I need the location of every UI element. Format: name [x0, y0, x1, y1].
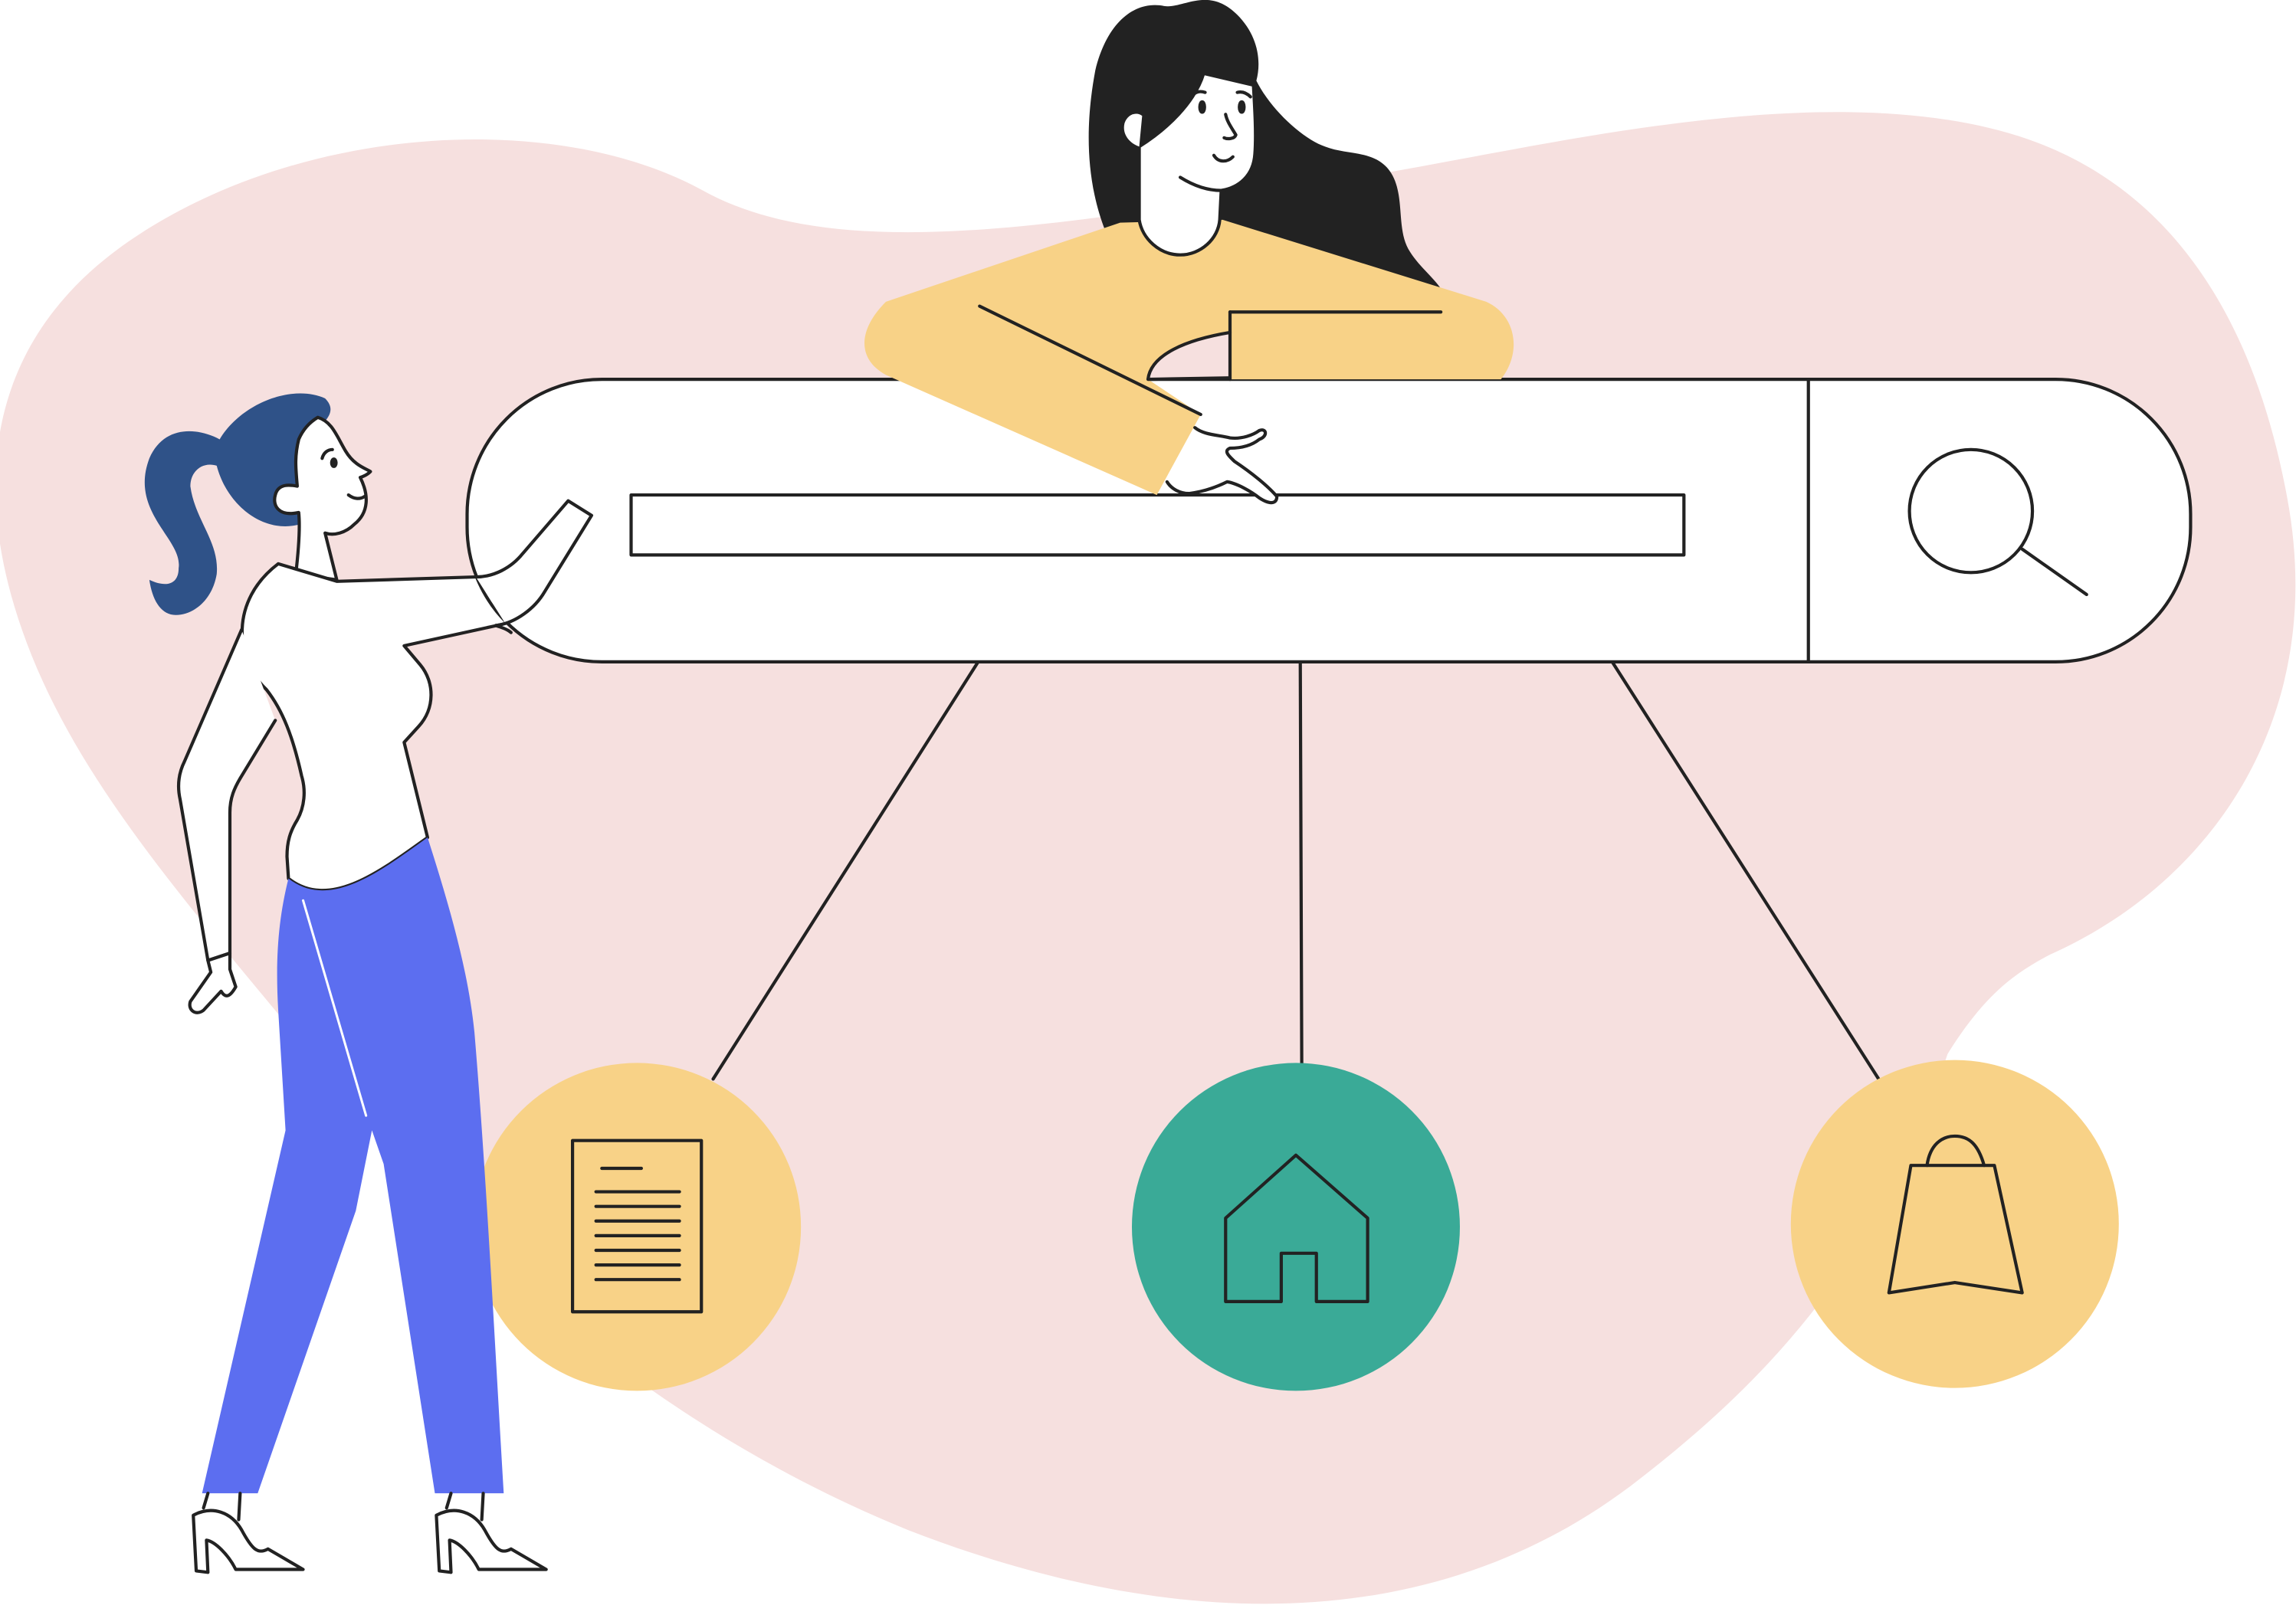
result-documents[interactable] — [473, 1063, 802, 1391]
connector-line-left — [711, 660, 980, 1081]
connector-line-right — [1610, 660, 1881, 1081]
document-icon — [570, 1138, 704, 1314]
woman-leaning — [864, 71, 1514, 505]
shopping-bag-icon — [1887, 1134, 2024, 1295]
woman-pointing-arm — [474, 499, 594, 634]
woman-pointing — [144, 393, 605, 1574]
search-input[interactable] — [629, 493, 1686, 557]
magnifier-icon[interactable] — [1907, 447, 2088, 597]
home-icon — [1224, 1153, 1369, 1303]
result-home[interactable] — [1131, 1063, 1460, 1391]
result-shopping[interactable] — [1790, 1060, 2119, 1388]
search-bar[interactable] — [465, 378, 2193, 663]
connector-line-center — [1298, 660, 1304, 1066]
